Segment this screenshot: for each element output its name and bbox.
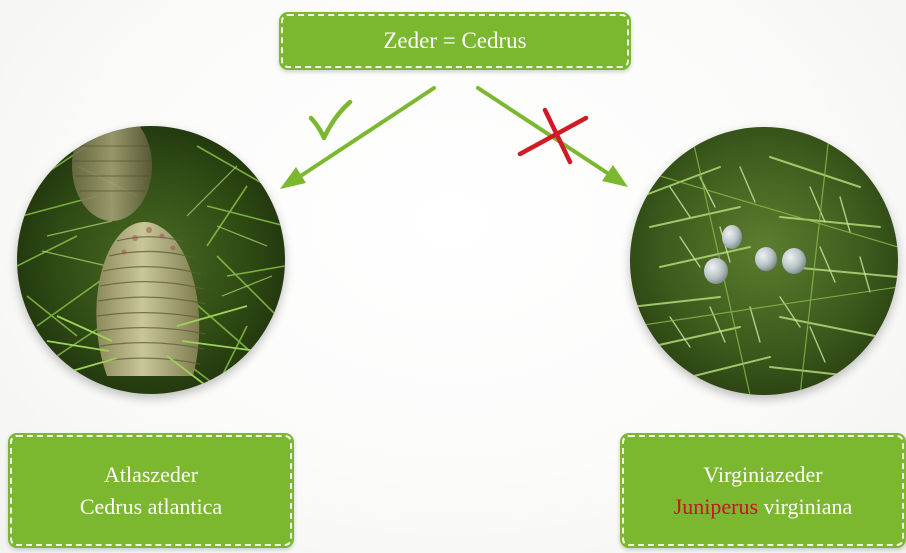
virginiazeder-species: virginiana <box>758 494 852 519</box>
virginiazeder-box: Virginiazeder Juniperus virginiana <box>620 433 906 548</box>
arrowhead-left <box>280 167 306 189</box>
arrowhead-right <box>602 165 628 187</box>
virginiazeder-common-name: Virginiazeder <box>703 459 822 491</box>
virginiazeder-scientific-name: Juniperus virginiana <box>674 491 853 523</box>
arrow-to-virginiazeder <box>478 88 618 180</box>
virginiazeder-photo <box>630 127 898 395</box>
atlaszeder-box: Atlaszeder Cedrus atlantica <box>8 433 294 548</box>
arrow-to-atlaszeder <box>290 88 434 183</box>
virginiazeder-genus: Juniperus <box>674 494 758 519</box>
atlaszeder-common-name: Atlaszeder <box>104 459 198 491</box>
check-icon <box>311 102 350 138</box>
atlaszeder-scientific-name: Cedrus atlantica <box>80 491 222 523</box>
atlaszeder-photo <box>17 126 285 394</box>
